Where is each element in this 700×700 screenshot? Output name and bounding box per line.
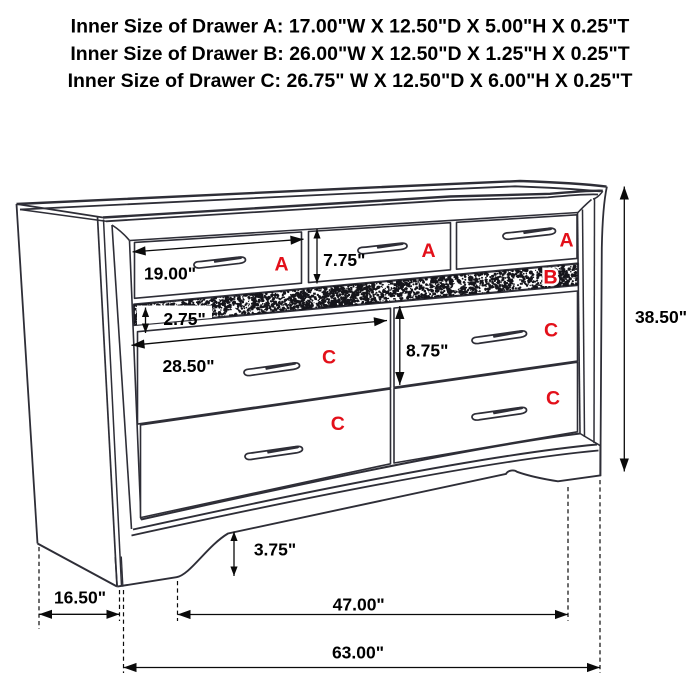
svg-text:C: C xyxy=(546,388,560,410)
svg-text:63.00": 63.00" xyxy=(332,643,384,663)
svg-text:38.50": 38.50" xyxy=(635,307,687,327)
svg-text:47.00": 47.00" xyxy=(333,595,385,615)
svg-text:A: A xyxy=(421,240,435,262)
svg-text:8.75": 8.75" xyxy=(406,341,448,361)
svg-text:Inner Size of Drawer B: 26.00": Inner Size of Drawer B: 26.00"W X 12.50"… xyxy=(70,43,629,65)
svg-text:B: B xyxy=(543,267,557,289)
svg-text:B: B xyxy=(543,267,557,289)
svg-text:Inner Size of Drawer A: 17.00": Inner Size of Drawer A: 17.00"W X 12.50"… xyxy=(71,16,630,38)
svg-text:16.50": 16.50" xyxy=(54,588,106,608)
svg-text:A: A xyxy=(274,254,288,276)
svg-text:Inner Size of Drawer C: 26.75": Inner Size of Drawer C: 26.75" W X 12.50… xyxy=(68,70,633,92)
svg-text:C: C xyxy=(331,413,345,435)
svg-text:C: C xyxy=(544,320,558,342)
svg-text:A: A xyxy=(559,229,573,251)
svg-text:28.50": 28.50" xyxy=(162,356,214,376)
svg-text:C: C xyxy=(322,346,336,368)
svg-text:2.75": 2.75" xyxy=(163,309,205,329)
svg-text:7.75": 7.75" xyxy=(323,250,365,270)
svg-text:19.00": 19.00" xyxy=(144,264,196,284)
svg-text:3.75": 3.75" xyxy=(254,540,296,560)
